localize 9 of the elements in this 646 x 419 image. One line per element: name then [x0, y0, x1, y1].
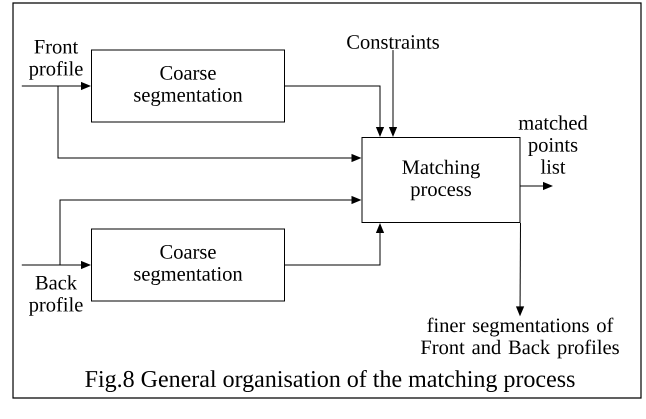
process-box: Coarse segmentation	[91, 228, 285, 302]
process-box: Matching process	[362, 137, 520, 223]
text-label: Constraints	[347, 35, 439, 49]
figure-caption: Fig.8 General organisation of the matching process	[85, 370, 575, 392]
text-label: Front profile	[29, 40, 83, 80]
text-label: Back profile	[29, 275, 83, 316]
process-box: Coarse segmentation	[91, 50, 285, 122]
text-label: matched points list	[518, 115, 588, 174]
text-label: finer segmentations of Front and Back profiles	[420, 318, 619, 358]
